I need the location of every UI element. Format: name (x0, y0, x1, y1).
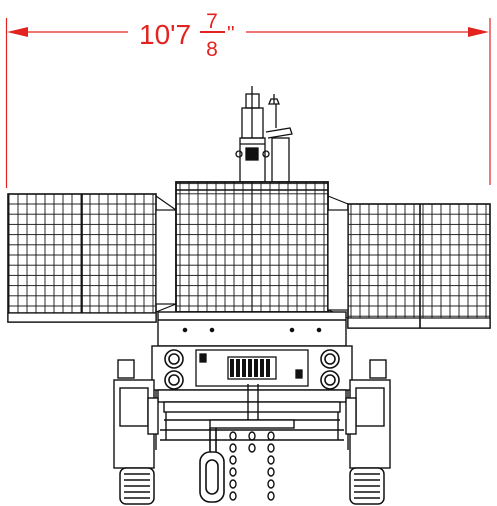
inch-mark: '' (227, 23, 235, 45)
wheel-right (349, 467, 385, 505)
wheel-left (119, 467, 155, 505)
solar-panel-right (327, 195, 491, 329)
dimension-denominator: 8 (206, 38, 218, 61)
mast-assembly (235, 86, 293, 183)
safety-chain-center (248, 431, 256, 453)
safety-chain-right (267, 431, 275, 501)
width-dimension: 10'7 7 8 '' (5, 10, 491, 188)
tail-lights-left (164, 349, 184, 390)
dimension-numerator: 7 (206, 10, 218, 33)
tail-lights-right (320, 349, 340, 390)
jack-wheel (199, 428, 225, 503)
dimension-arrow-left-icon (7, 27, 28, 37)
control-box (195, 349, 309, 387)
dimension-whole: 10'7 (139, 19, 191, 50)
solar-panel-left (7, 193, 177, 323)
fender-left (113, 359, 159, 469)
safety-chain-left (229, 431, 237, 501)
dimension-arrow-right-icon (468, 27, 489, 37)
chassis (155, 384, 349, 450)
fender-right (345, 359, 391, 469)
solar-panel-center (175, 181, 329, 313)
